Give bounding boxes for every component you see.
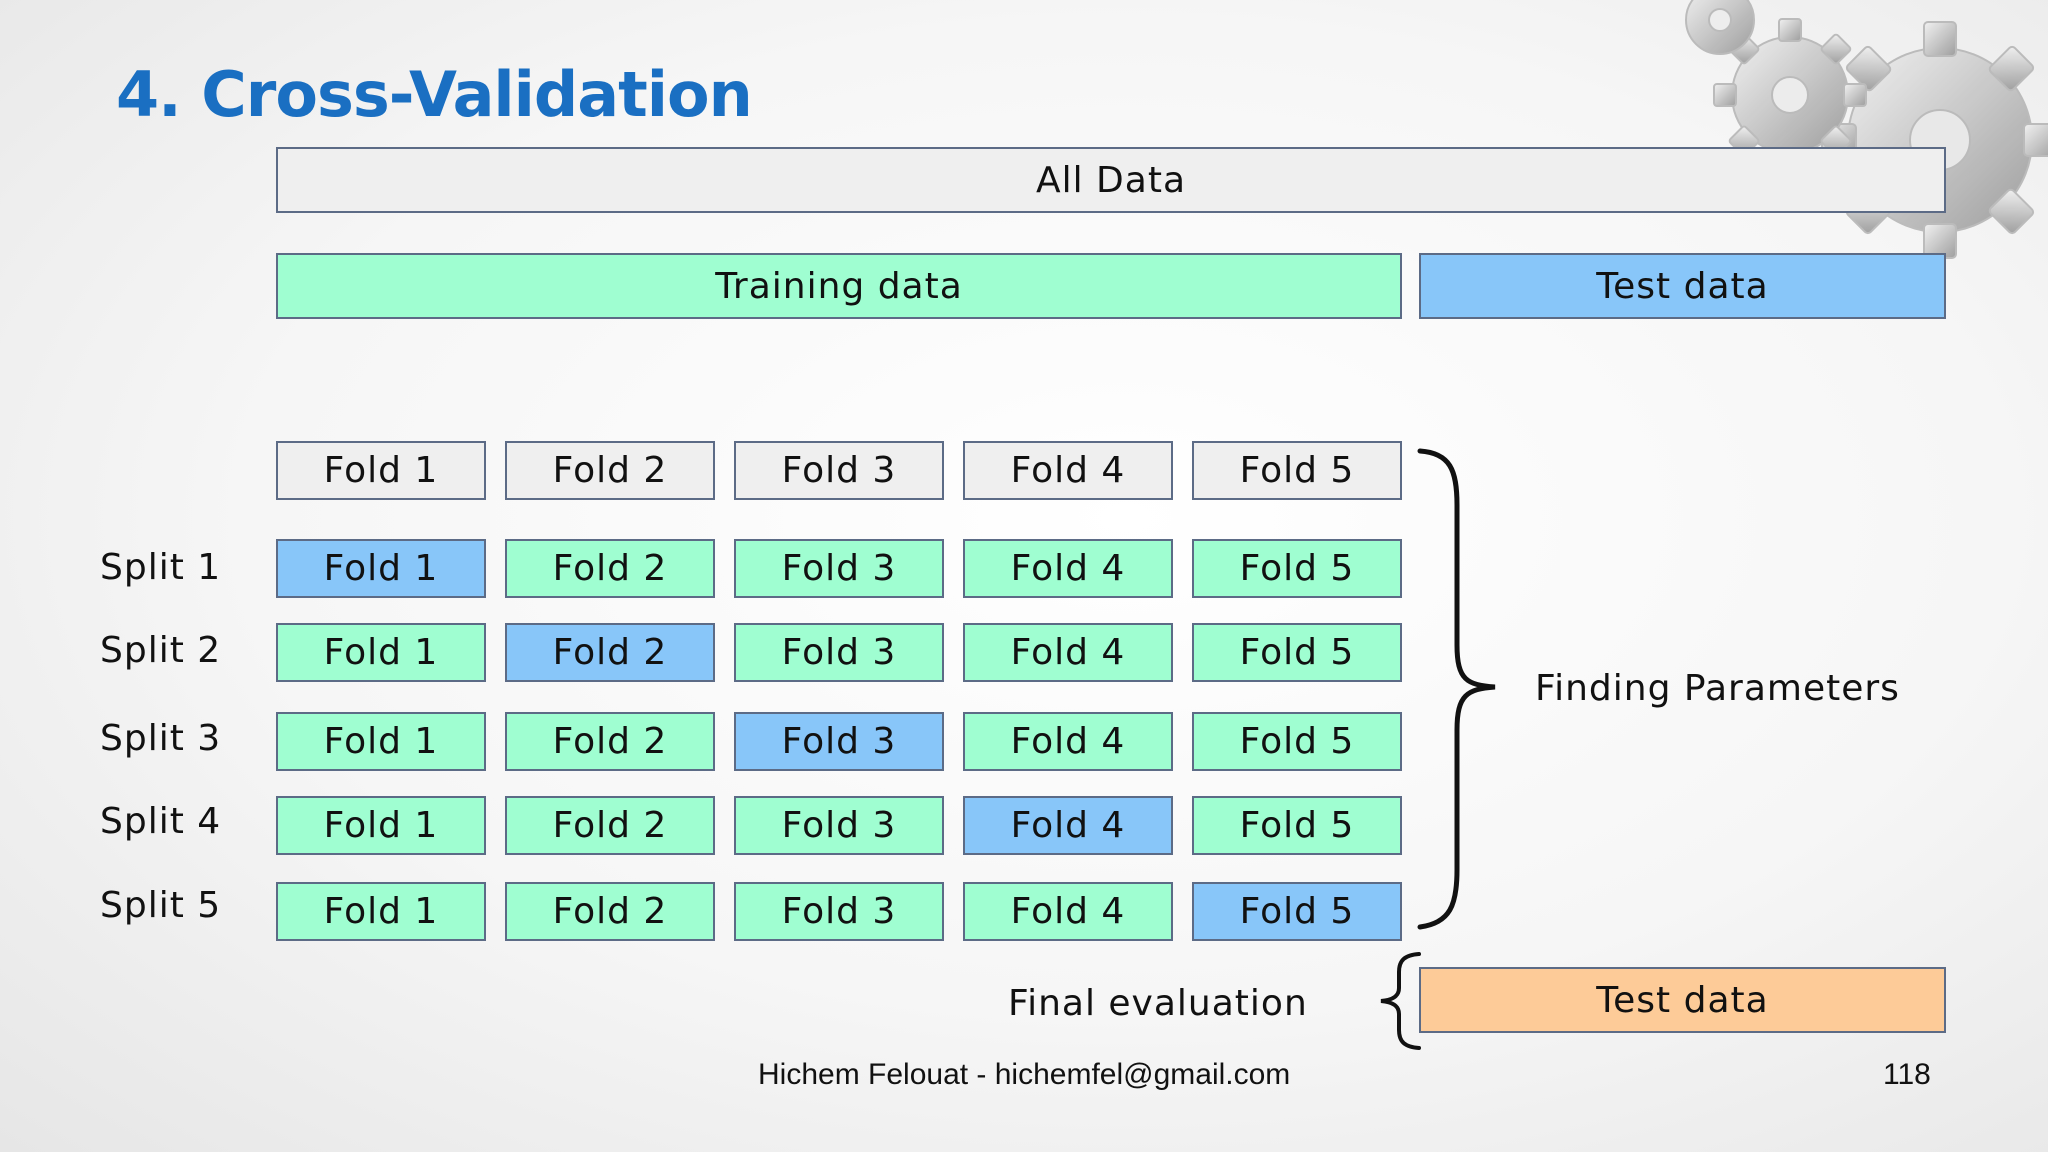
split-1-fold-4: Fold 4 [963,539,1173,598]
training-data-box: Training data [276,253,1402,319]
split-5-fold-4: Fold 4 [963,882,1173,941]
split-5-fold-5: Fold 5 [1192,882,1402,941]
split-3-fold-5: Fold 5 [1192,712,1402,771]
final-evaluation-brace [1380,952,1421,1050]
final-test-data-label: Test data [1596,979,1769,1021]
split-2-fold-2: Fold 2 [505,623,715,682]
finding-parameters-label: Finding Parameters [1535,668,1900,709]
split-3-fold-3: Fold 3 [734,712,944,771]
split-5-label: Split 5 [100,885,222,926]
split-1-fold-3: Fold 3 [734,539,944,598]
page-title: 4. Cross-Validation [116,58,753,131]
split-2-label: Split 2 [100,630,222,671]
split-2-fold-4: Fold 4 [963,623,1173,682]
split-3-label: Split 3 [100,718,222,759]
split-1-fold-5: Fold 5 [1192,539,1402,598]
split-3-fold-2: Fold 2 [505,712,715,771]
split-1-label: Split 1 [100,547,222,588]
split-5-fold-1: Fold 1 [276,882,486,941]
split-4-label: Split 4 [100,801,222,842]
split-4-fold-3: Fold 3 [734,796,944,855]
header-fold-1: Fold 1 [276,441,486,500]
header-fold-5: Fold 5 [1192,441,1402,500]
test-data-label: Test data [1596,265,1769,307]
training-data-label: Training data [715,265,963,307]
split-4-fold-2: Fold 2 [505,796,715,855]
final-test-data-box: Test data [1419,967,1946,1033]
split-2-fold-3: Fold 3 [734,623,944,682]
footer-author: Hichem Felouat - hichemfel@gmail.com [758,1058,1291,1091]
header-fold-3: Fold 3 [734,441,944,500]
split-2-fold-5: Fold 5 [1192,623,1402,682]
header-fold-2: Fold 2 [505,441,715,500]
split-5-fold-3: Fold 3 [734,882,944,941]
split-3-fold-4: Fold 4 [963,712,1173,771]
all-data-box: All Data [276,147,1946,213]
final-evaluation-label: Final evaluation [1008,983,1308,1024]
finding-parameters-brace [1417,448,1496,930]
split-4-fold-1: Fold 1 [276,796,486,855]
test-data-box: Test data [1419,253,1946,319]
split-1-fold-2: Fold 2 [505,539,715,598]
page-number: 118 [1883,1058,1931,1091]
split-2-fold-1: Fold 1 [276,623,486,682]
split-3-fold-1: Fold 1 [276,712,486,771]
split-5-fold-2: Fold 2 [505,882,715,941]
header-fold-4: Fold 4 [963,441,1173,500]
all-data-label: All Data [1035,159,1187,201]
split-1-fold-1: Fold 1 [276,539,486,598]
split-4-fold-5: Fold 5 [1192,796,1402,855]
split-4-fold-4: Fold 4 [963,796,1173,855]
